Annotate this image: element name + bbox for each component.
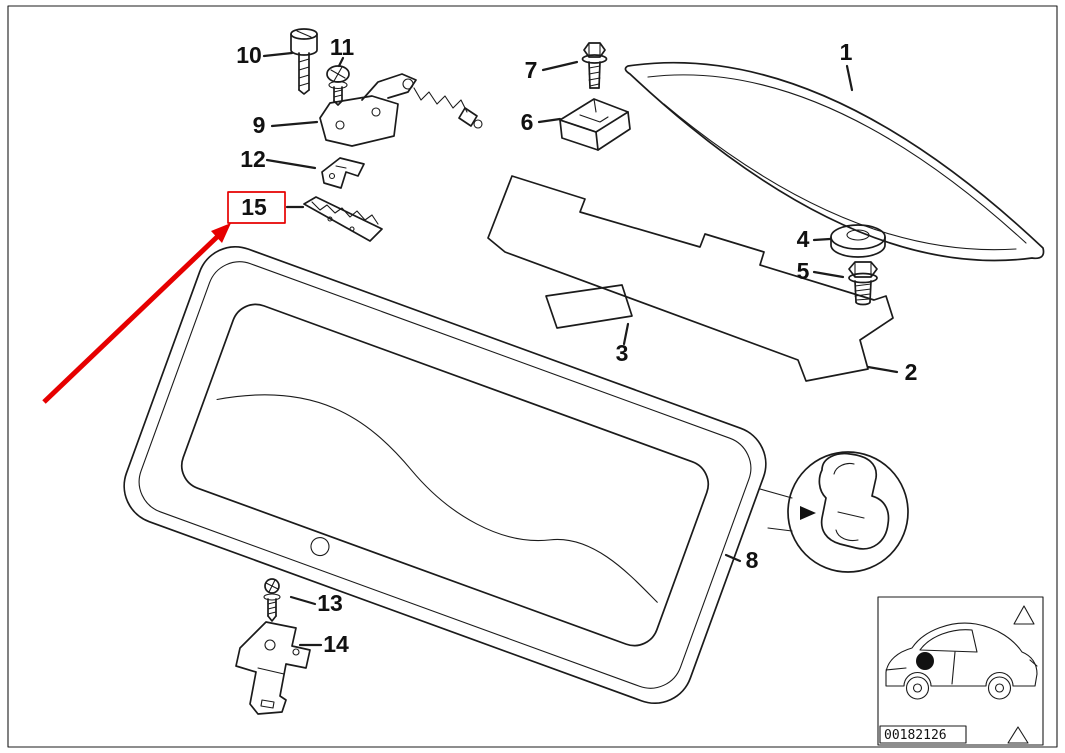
part-label-8[interactable]: 8 [746,547,759,573]
part-label-14[interactable]: 14 [323,631,349,657]
part-label-6[interactable]: 6 [521,109,534,135]
part-11-screw-drawing [326,65,350,106]
callout-12: 12 [240,146,317,172]
part-label-3[interactable]: 3 [616,340,629,366]
part-5-bolt-drawing [848,261,878,306]
seal-cross-section-drawing [800,452,890,550]
leader-line-12 [265,158,317,170]
leader-line-4 [812,237,832,242]
callout-10: 10 [236,42,294,68]
part-label-1[interactable]: 1 [840,39,853,65]
leader-line-7 [541,60,579,72]
leader-line-1 [845,64,854,92]
part-label-9[interactable]: 9 [253,112,266,138]
part-label-10[interactable]: 10 [236,42,262,68]
part-label-15[interactable]: 15 [241,194,267,220]
callout-13: 13 [289,590,343,616]
highlight-annotations [42,191,286,404]
part-1-shelf-panel-drawing [624,61,1045,262]
leader-line-11 [337,56,345,68]
callout-2: 2 [866,359,918,385]
part-13-screw-drawing [263,578,281,622]
callout-8: 8 [724,547,759,573]
doc-number-box [879,725,967,744]
part-7-screw-drawing [581,42,608,89]
part-15-serrated-strip-drawing [303,196,383,242]
part-12-clip-drawing [321,157,365,189]
part-label-11[interactable]: 11 [330,34,355,60]
car-location-thumbnail: 00182126 [877,596,1044,746]
warning-triangle-icon-top [1013,605,1035,625]
part-location-dot-icon [916,652,934,670]
callout-9: 9 [253,112,319,138]
part-2-trim-panel-drawing [487,175,894,382]
callout-1: 1 [840,39,854,92]
part-label-12[interactable]: 12 [240,146,266,172]
part-label-5[interactable]: 5 [797,258,810,284]
leader-line-6 [537,117,562,124]
part-label-2[interactable]: 2 [905,359,918,385]
doc-number: 00182126 [884,728,947,743]
red-arrow-line [42,235,219,404]
part-14-bracket-drawing [235,621,311,715]
leader-line-3 [622,322,630,346]
seal-detail-circle [759,451,909,573]
callout-14: 14 [298,631,349,657]
callout-5: 5 [797,258,845,284]
thumbnail-border [877,596,1044,746]
leader-line-10 [262,51,294,58]
glass-mount-hole [310,537,330,557]
part-9-latch-mechanism-drawing [319,73,483,147]
leader-line-8 [724,553,742,563]
callout-7: 7 [525,57,579,83]
part-3-pad-drawing [545,284,633,329]
callout-4: 4 [797,226,832,252]
page-border [7,5,1058,748]
callout-6: 6 [521,109,562,135]
part-4-washer-drawing [830,224,886,258]
part-6-clip-drawing [559,98,631,151]
red-arrow-head-icon [211,223,231,243]
part-label-7[interactable]: 7 [525,57,538,83]
leader-line-5 [812,270,845,279]
callout-15: 15 [241,194,305,220]
leader-line-9 [270,120,319,128]
part-8-rear-window-glass-drawing [123,245,767,705]
part-label-13[interactable]: 13 [317,590,343,616]
callout-3: 3 [616,322,630,366]
leader-line-2 [866,365,899,374]
red-highlight-box [227,191,286,224]
warning-triangle-icon-bottom [1007,726,1029,744]
part-label-4[interactable]: 4 [797,226,810,252]
section-arrow-icon [800,506,816,520]
callout-11: 11 [330,34,355,68]
car-schematic-icon [885,622,1038,700]
leader-line-13 [289,595,317,606]
part-10-screw-drawing [290,28,318,95]
